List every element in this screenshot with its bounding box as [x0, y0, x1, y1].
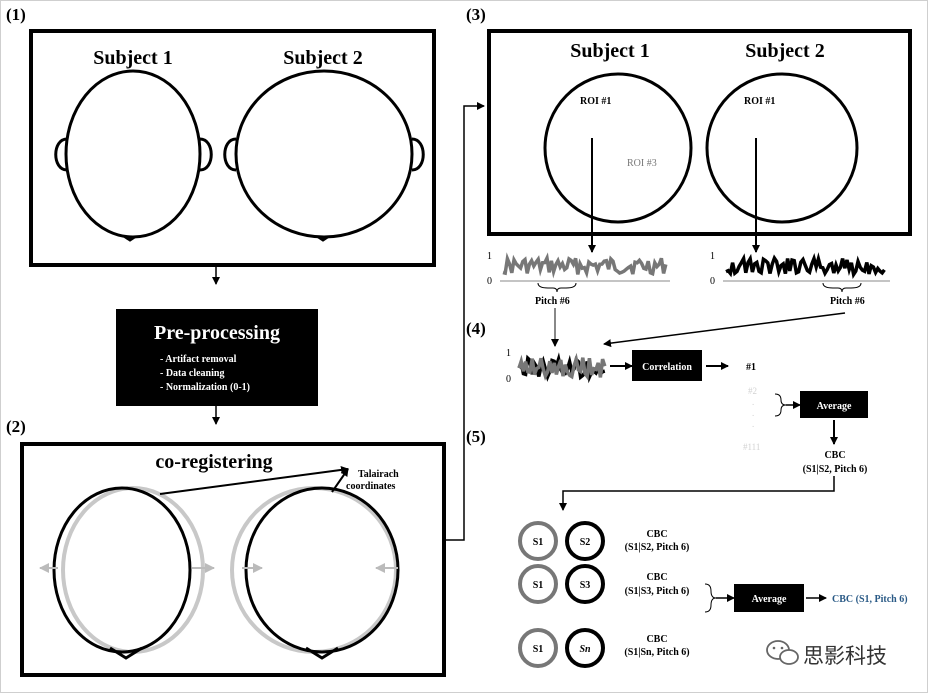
panel-3-subject-1-title: Subject 1 — [570, 40, 649, 62]
pair-2-left-label: S1 — [533, 580, 544, 591]
panel-3-frame — [487, 29, 912, 236]
correlation-label: Correlation — [642, 362, 692, 373]
coregistering-title: co-registering — [155, 451, 272, 473]
head-outline-subject-2 — [223, 69, 425, 242]
pair-2-left-circle — [518, 564, 558, 604]
cbc-label: CBC — [824, 450, 845, 461]
talairach-label-line-1: Talairach — [358, 469, 399, 480]
step-5-label: (5) — [466, 427, 486, 446]
correlation-box — [632, 350, 702, 381]
talairach-arrow-right — [331, 468, 349, 493]
talairach-arrow-left — [159, 465, 349, 495]
list-dot-2: . — [752, 408, 754, 418]
pair-3-right-circle — [565, 628, 605, 668]
pitch-brace-left — [537, 282, 577, 293]
pair-2-right-label: S3 — [580, 580, 591, 591]
final-cbc-label: CBC (S1, Pitch 6) — [832, 594, 908, 605]
signal-2-ytick-top: 1 — [710, 251, 715, 262]
step-4-label: (4) — [466, 319, 486, 338]
step-1-label: (1) — [6, 5, 26, 24]
signal-2-ytick-bottom: 0 — [710, 276, 715, 287]
pair-3-right-label: Sn — [579, 644, 591, 655]
pair-1-right-label: S2 — [580, 537, 591, 548]
correlation-result-1: #1 — [746, 362, 756, 373]
pair-3-cbc-sublabel: (S1|Sn, Pitch 6) — [624, 647, 689, 658]
preprocessing-item-3: - Normalization (0-1) — [160, 382, 250, 393]
pair-row-2: S1 S3 CBC (S1|S3, Pitch 6) — [518, 564, 690, 604]
pair-3-left-circle — [518, 628, 558, 668]
roi-1-subject-2: ROI #1 — [744, 96, 775, 107]
signal-subject-1-trace — [502, 252, 668, 279]
arrow-pitch-right-to-overlay — [603, 312, 846, 348]
panel-2-frame — [20, 442, 446, 677]
pair-1-right-circle — [565, 521, 605, 561]
wechat-icon — [766, 640, 799, 665]
preprocessing-item-1: - Artifact removal — [160, 354, 237, 365]
roi-head-subject-1 — [543, 72, 693, 224]
average-box-2 — [734, 584, 804, 612]
preprocessing-title: Pre-processing — [154, 322, 280, 344]
list-item-2: #2 — [748, 386, 757, 396]
list-item-111: #111 — [743, 442, 760, 452]
panel-3-subject-2-title: Subject 2 — [745, 40, 824, 62]
preprocessing-item-2: - Data cleaning — [160, 368, 224, 379]
average-label-1: Average — [817, 401, 852, 412]
pitch-label-right: Pitch #6 — [830, 296, 865, 307]
pitch-brace-right — [822, 282, 862, 293]
step-2-label: (2) — [6, 417, 26, 436]
overlay-trace-subject-1 — [517, 352, 607, 381]
coregistered-head-left — [39, 486, 215, 660]
overlay-ytick-top: 1 — [506, 348, 511, 359]
pair-3-cbc-label: CBC — [646, 634, 667, 645]
cbc-sublabel: (S1|S2, Pitch 6) — [803, 464, 868, 475]
list-dot-1: . — [752, 397, 754, 407]
average-box-1 — [800, 391, 868, 418]
pair-row-1: S1 S2 CBC (S1|S2, Pitch 6) — [518, 521, 690, 561]
signal-subject-2-trace — [725, 252, 886, 280]
pair-1-cbc-sublabel: (S1|S2, Pitch 6) — [625, 542, 690, 553]
roi-head-subject-2 — [705, 72, 859, 224]
pair-2-cbc-sublabel: (S1|S3, Pitch 6) — [625, 586, 690, 597]
pair-1-cbc-label: CBC — [646, 529, 667, 540]
panel-1-subject-2-title: Subject 2 — [283, 47, 362, 69]
pair-1-left-circle — [518, 521, 558, 561]
panel-1-subject-1-title: Subject 1 — [93, 47, 172, 69]
head-outline-subject-1 — [54, 69, 213, 242]
step-3-label: (3) — [466, 5, 486, 24]
pair-1-left-label: S1 — [533, 537, 544, 548]
arrow-to-pairwise — [559, 476, 835, 511]
preprocessing-box — [116, 309, 318, 406]
pair-3-left-label: S1 — [533, 644, 544, 655]
signal-1-ytick-bottom: 0 — [487, 276, 492, 287]
list-dot-3: . — [752, 419, 754, 429]
watermark-text: 思影科技 — [803, 644, 887, 668]
pair-2-cbc-label: CBC — [646, 572, 667, 583]
average-label-2: Average — [752, 594, 787, 605]
arrow-to-roi-panel — [444, 102, 485, 541]
pitch-label-left: Pitch #6 — [535, 296, 570, 307]
pair-row-3: S1 Sn CBC (S1|Sn, Pitch 6) — [518, 628, 690, 668]
talairach-label-line-2: coordinates — [346, 481, 396, 492]
roi-3-subject-1: ROI #3 — [627, 158, 657, 169]
signal-1-ytick-top: 1 — [487, 251, 492, 262]
coregistered-head-right — [230, 486, 400, 660]
watermark: 思影科技 — [766, 640, 887, 668]
pair-2-right-circle — [565, 564, 605, 604]
panel-1-frame — [29, 29, 436, 267]
roi-1-subject-1: ROI #1 — [580, 96, 611, 107]
overlay-ytick-bottom: 0 — [506, 374, 511, 385]
